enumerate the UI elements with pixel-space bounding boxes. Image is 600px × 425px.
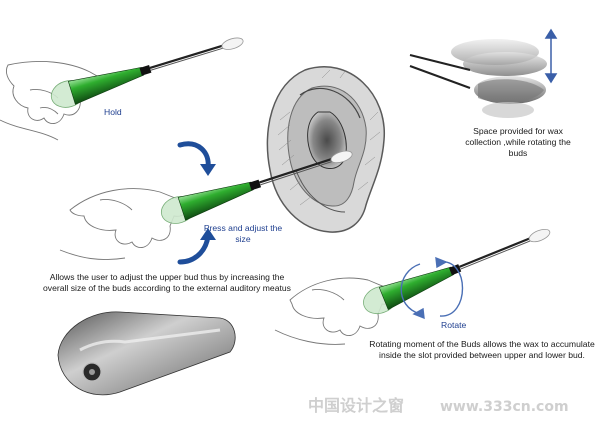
hand-press xyxy=(59,188,188,260)
press-label: Press and adjust the size xyxy=(203,223,283,244)
arrow-head-down xyxy=(200,164,216,176)
watermark-url: www.333cn.com xyxy=(440,399,569,415)
bud-closeup-render xyxy=(57,311,236,396)
arrow-head-up xyxy=(200,228,216,240)
bud-assembly-exploded xyxy=(409,39,547,118)
moment-caption: Rotating moment of the Buds allows the w… xyxy=(369,339,595,360)
hold-label: Hold xyxy=(104,107,122,117)
ear-sketch xyxy=(266,66,385,233)
rotate-label: Rotate xyxy=(441,320,467,330)
space-caption: Space provided for wax collection ,while… xyxy=(465,126,571,158)
rotate-arrow-icon xyxy=(400,256,464,320)
watermark-cn: 中国设计之窗 xyxy=(308,396,404,415)
up-down-arrow-icon xyxy=(544,28,558,84)
adjust-caption: Allows the user to adjust the upper bud … xyxy=(43,272,291,293)
